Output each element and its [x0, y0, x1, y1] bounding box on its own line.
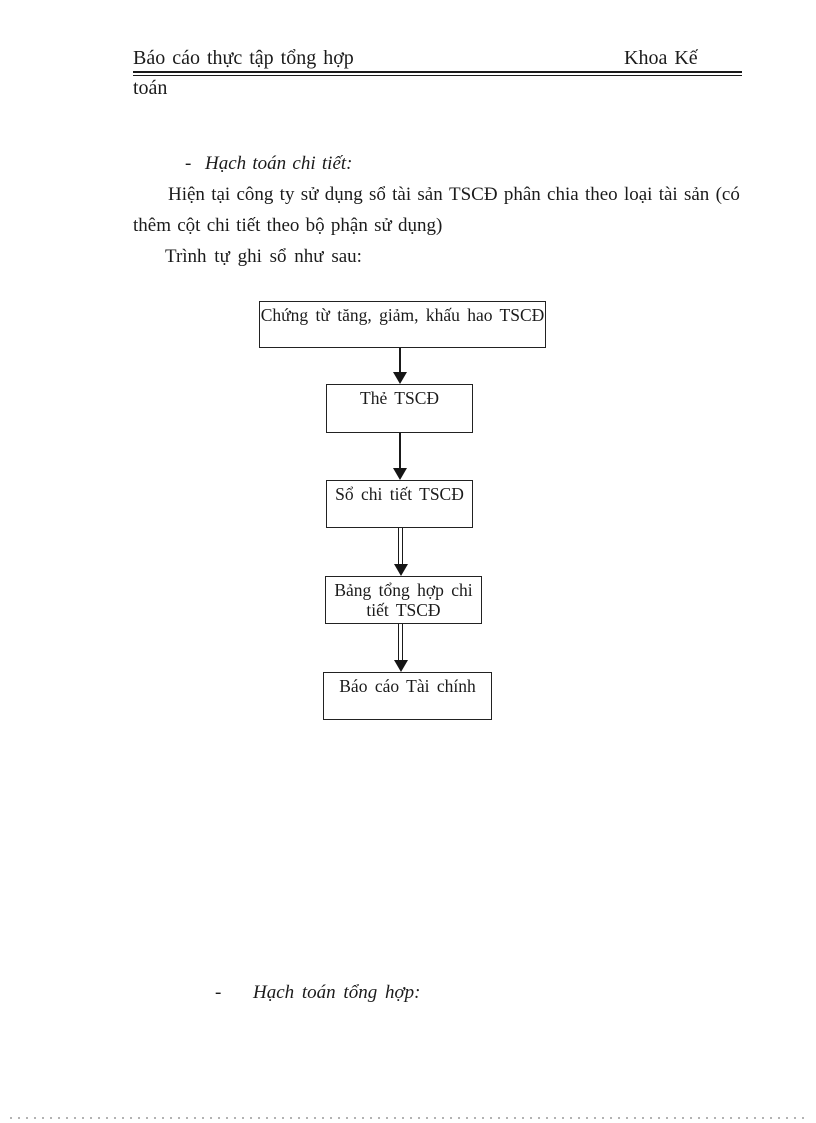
arrow-down-icon	[393, 468, 407, 480]
flowchart-box-card: Thẻ TSCĐ	[326, 384, 473, 433]
summary-heading: Hạch toán tổng hợp:	[253, 982, 421, 1003]
arrow-down-icon	[394, 564, 408, 576]
arrow-down-icon	[393, 372, 407, 384]
header-left-title: Báo cáo thực tập tổng hợp	[133, 47, 354, 69]
connector-line-1	[399, 348, 401, 373]
header-double-rule	[133, 71, 742, 76]
flowchart-box-summary-table: Bảng tổng hợp chi tiết TSCĐ	[325, 576, 482, 624]
detail-heading: Hạch toán chi tiết:	[205, 153, 353, 174]
header-right-title-wrapped: toán	[133, 77, 168, 99]
page-bottom-dotted-rule	[10, 1117, 807, 1119]
connector-double-line-3	[398, 528, 403, 565]
connector-double-line-4	[398, 624, 403, 661]
header-right-title: Khoa Kế	[624, 47, 698, 69]
detail-heading-dash: -	[185, 153, 192, 174]
summary-heading-dash: -	[215, 982, 222, 1003]
sequence-intro-line: Trình tự ghi sổ như sau:	[165, 246, 362, 267]
flowchart-box-financial-report: Báo cáo Tài chính	[323, 672, 492, 720]
arrow-down-icon	[394, 660, 408, 672]
flowchart-box-detail-ledger: Sổ chi tiết TSCĐ	[326, 480, 473, 528]
paragraph-line-2: thêm cột chi tiết theo bộ phận sử dụng)	[133, 215, 443, 236]
flowchart-box-documents: Chứng từ tăng, giảm, khấu hao TSCĐ	[259, 301, 546, 348]
connector-line-2	[399, 433, 401, 469]
